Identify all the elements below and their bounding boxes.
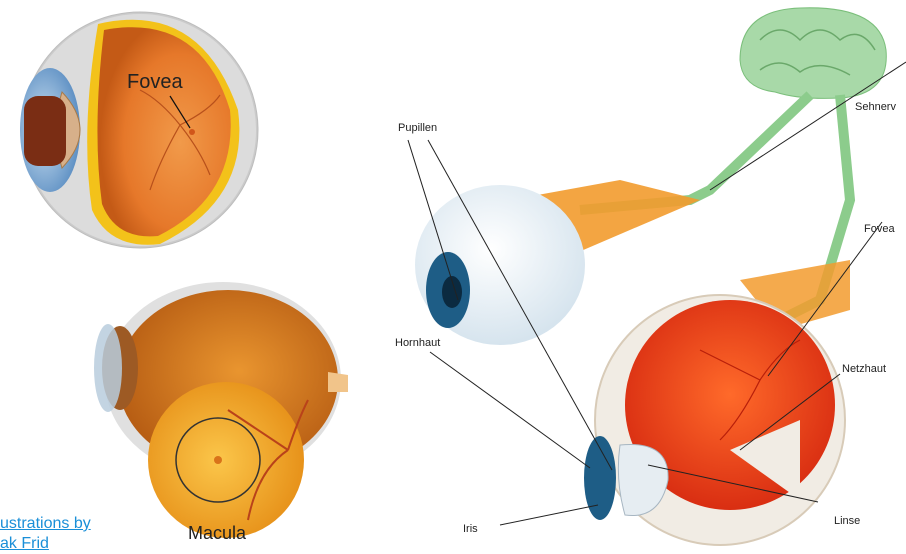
visual-pathway-diagram: Pupillen Sehnerv Fovea Hornhaut Netzhaut… xyxy=(380,0,906,550)
iris-shape xyxy=(24,96,66,166)
iris-leader xyxy=(500,505,598,525)
macula-label: Macula xyxy=(188,523,247,543)
hornhaut-leader xyxy=(430,352,590,468)
label-fovea: Fovea xyxy=(864,223,895,235)
label-netzhaut: Netzhaut xyxy=(842,363,886,375)
label-hornhaut: Hornhaut xyxy=(395,337,440,349)
label-linse: Linse xyxy=(834,515,860,527)
illustration-credit-link[interactable]: ustrations by ak Frid xyxy=(0,514,150,554)
macula-center xyxy=(214,456,222,464)
brain-shape xyxy=(740,8,886,99)
fundus-inset xyxy=(148,382,304,538)
macula-eye-illustration: Macula xyxy=(78,280,358,550)
credit-line-1: ustrations by xyxy=(0,514,150,534)
label-iris: Iris xyxy=(463,523,478,535)
label-pupillen: Pupillen xyxy=(398,122,437,134)
credit-line-2: ak Frid xyxy=(0,534,150,554)
label-sehnerv: Sehnerv xyxy=(855,101,896,113)
fovea-spot xyxy=(189,129,195,135)
front-cornea xyxy=(94,324,122,412)
fovea-label: Fovea xyxy=(127,71,183,93)
fovea-eye-illustration: Fovea xyxy=(0,0,260,260)
optic-nerve-stub xyxy=(328,372,348,392)
